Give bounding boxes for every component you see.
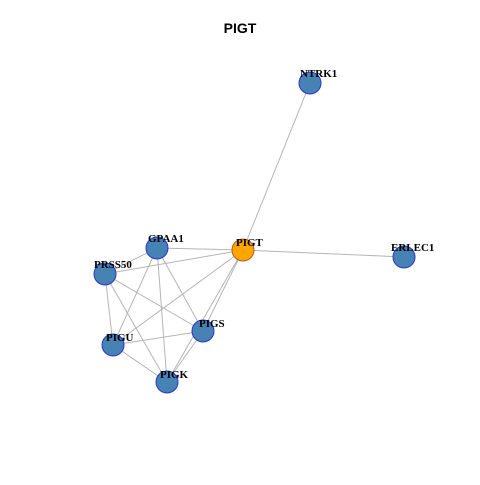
edge-prss50-pigk <box>104 273 168 383</box>
node-pigu[interactable] <box>101 333 125 357</box>
edge-gpaa1-pigk <box>156 247 168 383</box>
node-ntrk1[interactable] <box>298 71 322 95</box>
edge-pigt-gpaa1 <box>156 247 244 251</box>
diagram-title: PIGT <box>223 20 257 36</box>
node-gpaa1[interactable] <box>145 236 169 260</box>
node-label-prss50: PRSS50 <box>94 259 132 271</box>
node-label-pigu: PIGU <box>106 332 134 344</box>
edge-pigt-pigk <box>166 249 244 383</box>
node-label-gpaa1: GPAA1 <box>148 233 184 245</box>
edge-prss50-pigs <box>104 273 204 332</box>
edge-pigt-pigu <box>112 249 244 346</box>
node-label-pigs: PIGS <box>199 318 225 330</box>
edge-gpaa1-pigs <box>156 247 204 332</box>
node-label-ntrk1: NTRK1 <box>300 68 337 80</box>
edge-pigu-pigs <box>112 330 204 346</box>
edge-prss50-pigu <box>104 273 114 346</box>
nodes-layer <box>93 71 416 394</box>
edge-gpaa1-pigu <box>112 247 158 346</box>
edge-pigt-pigs <box>202 249 244 332</box>
node-label-pigk: PIGK <box>160 369 189 381</box>
edges-layer <box>104 82 405 383</box>
edge-pigt-prss50 <box>104 249 244 275</box>
node-label-erlec1: ERLEC1 <box>391 242 434 254</box>
node-erlec1[interactable] <box>392 245 416 269</box>
node-pigs[interactable] <box>191 319 215 343</box>
node-label-pigt: PIGT <box>236 237 264 249</box>
node-pigk[interactable] <box>155 370 179 394</box>
node-pigt[interactable] <box>231 238 255 262</box>
node-prss50[interactable] <box>93 262 117 286</box>
edge-pigt-erlec1 <box>242 249 405 258</box>
edge-pigt-ntrk1 <box>242 82 311 251</box>
